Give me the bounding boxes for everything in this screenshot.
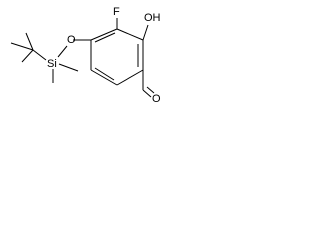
bond-si-methyl-2	[58, 63, 79, 72]
bond-ring-1	[116, 28, 144, 41]
bond-cho-o	[142, 89, 152, 98]
atom-label-fluorine: F	[113, 6, 120, 18]
bond-cq-me1	[25, 32, 34, 51]
bond-cq-me2	[10, 42, 34, 51]
bond-ring-inner-2	[94, 67, 115, 81]
bond-ring-3	[116, 69, 144, 86]
bond-o-si	[57, 45, 68, 58]
bond-ring-inner-3	[94, 32, 116, 43]
bond-cho-o-double	[146, 86, 155, 94]
structure-diagram: OH F O Si O	[10, 6, 161, 105]
atom-label-silicon: Si	[47, 58, 57, 70]
bond-cq-me3	[21, 49, 34, 63]
bonds	[10, 18, 155, 98]
bond-ring-oh	[142, 24, 149, 41]
bond-si-cq	[32, 49, 47, 61]
bond-ring-4	[90, 69, 118, 86]
bond-ring-6	[90, 28, 118, 41]
atom-label-aldehyde-oxygen: O	[152, 93, 161, 105]
atom-label-hydroxyl: OH	[144, 12, 161, 24]
atom-label-ether-oxygen: O	[67, 34, 76, 46]
atom-labels: OH F O Si O	[47, 6, 161, 105]
